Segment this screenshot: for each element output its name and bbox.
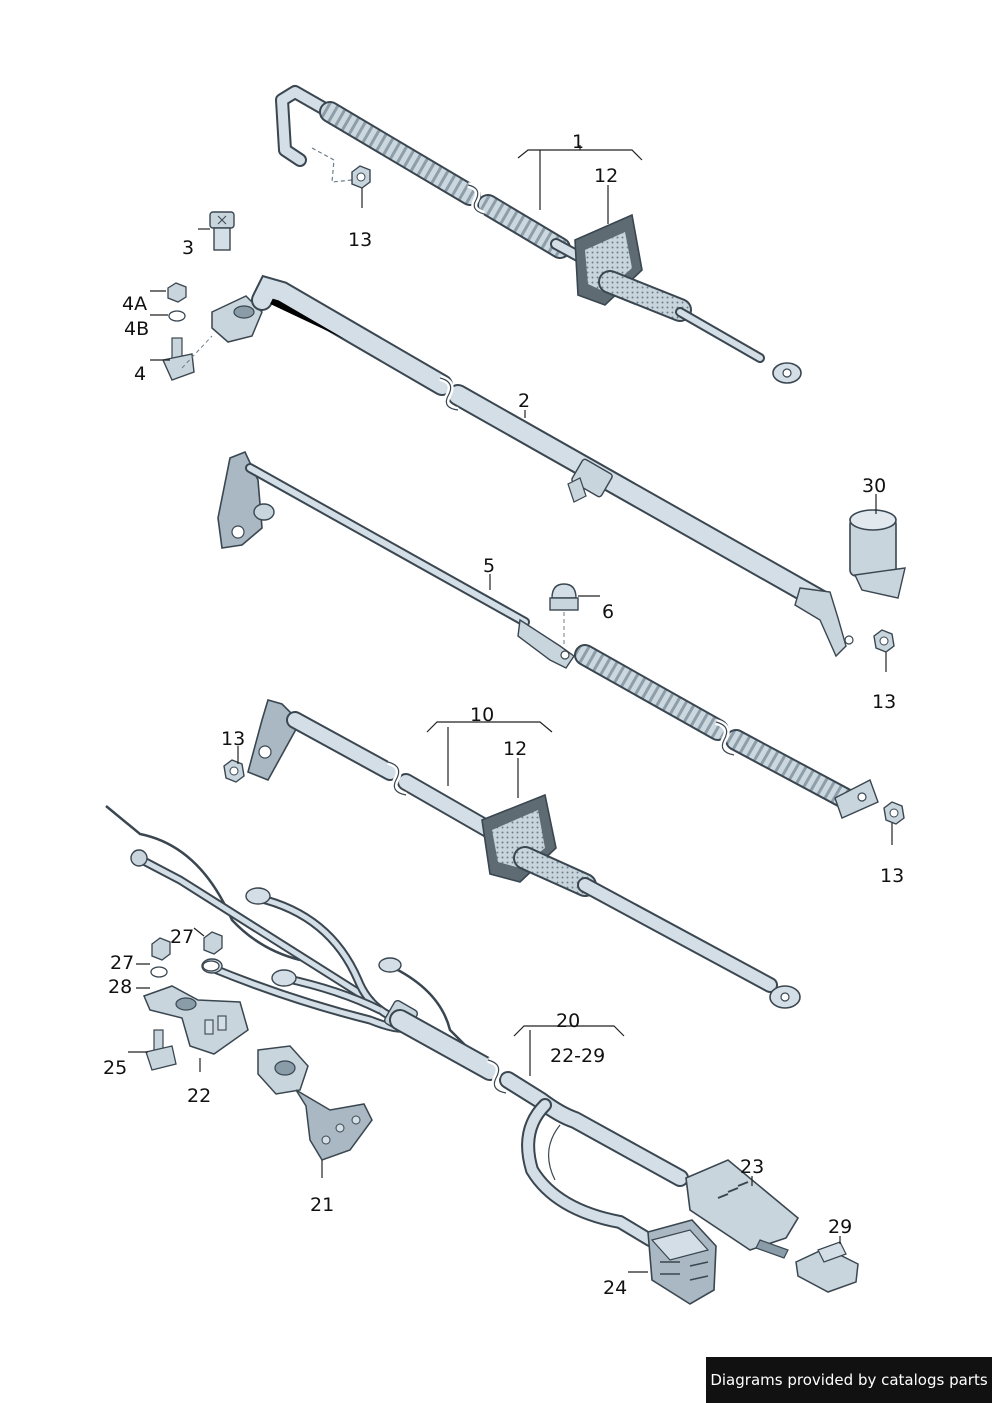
callout-22: 22 [187,1085,211,1107]
callout-13-left: 13 [221,728,245,750]
cap-nut-6 [549,583,579,646]
cable-10 [247,699,509,845]
wiring-harness-20 [105,805,689,1247]
callout-4: 4 [134,363,146,385]
callout-21: 21 [310,1194,334,1216]
nut-13-mid [873,629,895,653]
callout-28: 28 [108,976,132,998]
callout-27-upper: 27 [170,926,194,948]
bolt-3 [209,211,235,251]
callout-2: 2 [518,390,530,412]
callout-12-lower: 12 [503,738,527,760]
cap-30 [849,509,906,599]
credit-banner: Diagrams provided by catalogs parts [706,1357,992,1403]
terminal-clamp-4 [162,282,263,381]
relay-24 [647,1219,717,1305]
callout-30: 30 [862,475,886,497]
callout-6: 6 [602,601,614,623]
callout-13-right: 13 [880,865,904,887]
callout-24: 24 [603,1277,627,1299]
nut-13-upper [311,147,371,189]
callout-13-mid: 13 [872,691,896,713]
callout-13-upper: 13 [348,229,372,251]
callout-4b: 4B [124,318,149,340]
nut-13-right [883,801,905,825]
callout-labels: 1 12 13 3 4A 4B 4 2 30 5 6 13 10 12 13 1… [103,131,904,1299]
cable-2 [251,274,854,658]
leader-lines [128,145,893,1273]
terminal-clamp-22 [142,931,249,1071]
callout-29: 29 [828,1216,852,1238]
callout-5: 5 [483,555,495,577]
fuse-holder-23 [685,1159,800,1259]
callout-4a: 4A [122,293,147,315]
cable-5 [217,450,879,819]
callout-20: 20 [556,1010,580,1032]
fuse-29 [795,1241,859,1293]
callout-22-29: 22-29 [550,1045,605,1067]
callout-27-lower: 27 [110,952,134,974]
callout-23: 23 [740,1156,764,1178]
callout-3: 3 [182,237,194,259]
callout-12-upper: 12 [594,165,618,187]
cable-1 [275,85,606,274]
terminal-clamp-21 [257,1045,373,1161]
callout-1: 1 [572,131,584,153]
callout-10: 10 [470,704,494,726]
grommet-12-upper [574,213,802,384]
grommet-12-lower [481,793,801,1009]
nut-13-left [223,759,245,783]
callout-25: 25 [103,1057,127,1079]
